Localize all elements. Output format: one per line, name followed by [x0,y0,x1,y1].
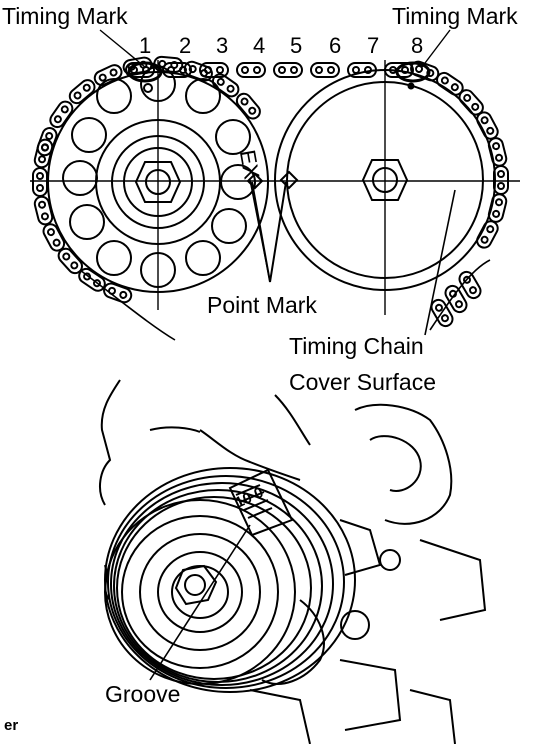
chain-link [236,62,266,78]
timing-mark-left-label: Timing Mark [2,3,128,29]
point-mark-left [246,172,264,190]
timing-mark-circles [127,61,431,83]
chain-link [235,92,261,120]
chain-link [273,62,303,78]
chain-link [476,111,499,140]
chain-link [33,138,54,169]
chain-link [310,62,340,78]
pulley-face [104,499,296,685]
ex-mark-label: EX [235,148,265,182]
timing-scale [228,468,294,537]
chain-link [33,195,54,226]
chain-link [487,193,508,223]
corner-code: er [4,717,18,734]
chain-link-number: 8 [411,33,423,58]
chain-link [430,298,454,328]
sprocket-marks [143,82,415,190]
chain-link-number: 4 [253,33,265,58]
point-mark-label: Point Mark [207,292,317,318]
groove-label: Groove [105,681,180,707]
sprocket-holes [62,66,256,288]
chain-link-number: 3 [216,33,228,58]
chain-link [458,270,482,300]
camshaft-sprockets [47,66,496,293]
chain-link [476,220,499,249]
chain-link-number: 7 [367,33,379,58]
chain-link [68,79,96,105]
crankshaft-bolt [174,564,218,606]
chain-link [347,62,377,78]
chain-link [103,282,133,304]
timing-chain-cover-surface-label-line2: Cover Surface [289,369,436,395]
chain-link-number: 2 [179,33,191,58]
crankshaft-pulley [104,467,356,693]
groove-leader [149,524,251,681]
chain-link [32,167,48,197]
camshaft-bolt-left [134,161,182,203]
chain-link [42,223,66,252]
chain-link [49,100,74,129]
chain-link [487,137,508,167]
timing-mark-left-circle [127,61,163,83]
timing-mark-right-circle [395,61,431,83]
chain-link-number: 5 [290,33,302,58]
timing-chain-cover-surface-label-line1: Timing Chain [289,333,424,359]
reference-lines [30,29,520,341]
point-mark-right [279,170,299,190]
chain-link [493,165,509,195]
timing-mark-right-label: Timing Mark [392,3,518,29]
chain-link [444,284,468,314]
chain-link-number: 6 [329,33,341,58]
camshaft-bolt-right [361,159,409,201]
chain-link-number: 1 [139,33,151,58]
chain-link [93,64,123,87]
chain-link [211,73,240,98]
chain-link [183,60,213,82]
engine-block-outline [98,379,487,745]
